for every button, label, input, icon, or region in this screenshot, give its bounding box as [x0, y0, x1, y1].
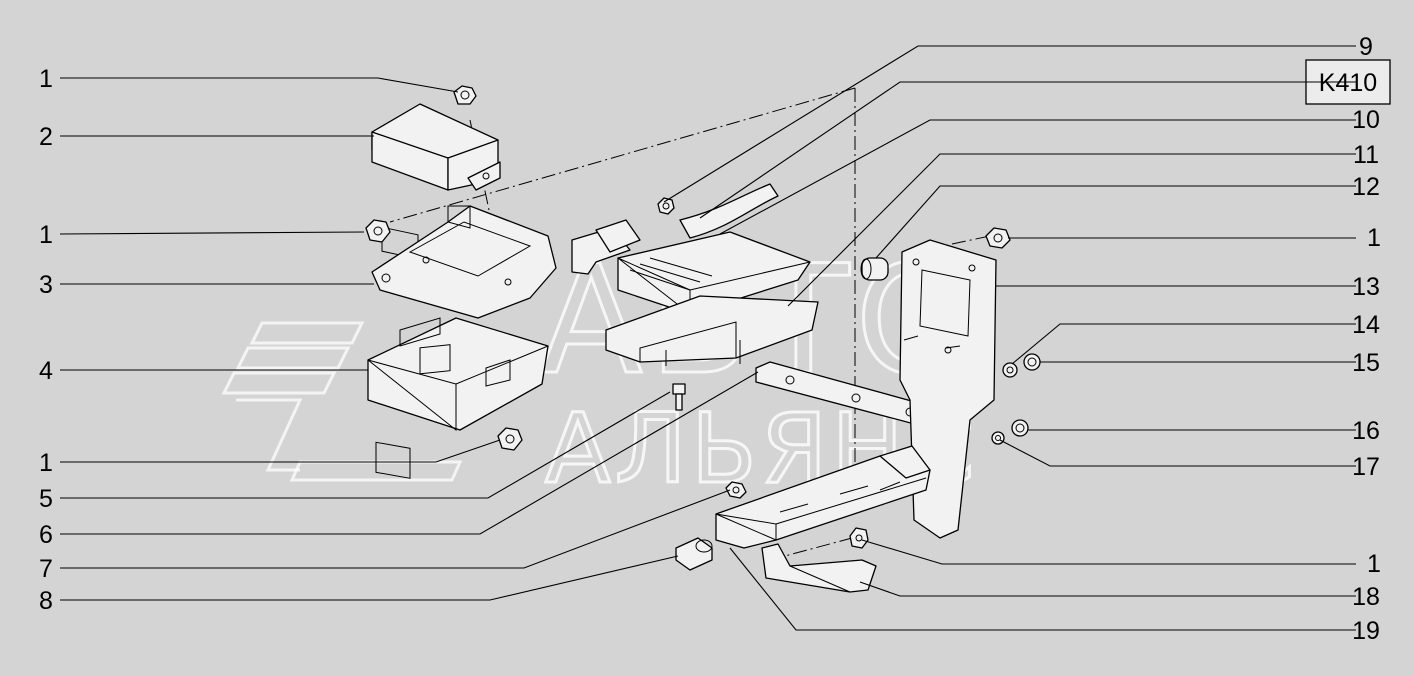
callout-right-3: 11 — [1353, 141, 1379, 169]
nut-bottom-left — [497, 427, 523, 451]
callout-left-4: 3 — [39, 271, 53, 299]
code-box-label: K410 — [1319, 69, 1377, 97]
sleeve-8 — [675, 537, 713, 571]
washer-14 — [1002, 362, 1018, 378]
nut-bottom-right — [849, 527, 869, 549]
spacer-12 — [860, 257, 889, 281]
callout-right-12: 18 — [1352, 583, 1380, 611]
callout-left-1: 1 — [39, 65, 53, 93]
nut-left — [365, 219, 391, 243]
ecu-with-harness — [571, 183, 811, 316]
callout-right-6: 13 — [1352, 273, 1380, 301]
callout-left-10: 8 — [39, 587, 53, 615]
callouts-right: 9 10 11 12 1 13 14 15 16 17 1 18 19 — [1352, 33, 1381, 645]
nut-right-top — [985, 227, 1011, 249]
callout-left-6: 1 — [39, 449, 53, 477]
callout-left-5: 4 — [39, 357, 53, 385]
nut-16 — [1011, 419, 1029, 437]
bolt — [672, 383, 686, 411]
callout-right-1: 9 — [1359, 33, 1373, 61]
callout-left-3: 1 — [39, 221, 53, 249]
lower-bracket — [715, 445, 931, 549]
callouts-left: 1 2 1 3 4 1 5 6 7 8 — [39, 65, 53, 615]
parts — [365, 85, 1041, 593]
callout-right-13: 19 — [1352, 617, 1380, 645]
ecu-bracket — [605, 295, 819, 366]
callout-left-2: 2 — [39, 123, 53, 151]
callout-right-11: 1 — [1367, 550, 1381, 578]
callout-left-7: 5 — [39, 485, 53, 513]
nut-top — [453, 85, 477, 105]
bracket-plate — [371, 205, 557, 319]
callout-right-7: 14 — [1352, 311, 1380, 339]
callout-right-2: 10 — [1352, 106, 1380, 134]
callout-right-10: 17 — [1352, 453, 1380, 481]
nut-15 — [1023, 353, 1041, 371]
small-bracket — [761, 543, 877, 593]
control-module-upper — [371, 103, 501, 260]
nut-7 — [725, 481, 747, 499]
callout-right-4: 12 — [1352, 173, 1380, 201]
leader-lines — [59, 45, 1356, 631]
callout-right-8: 15 — [1352, 349, 1380, 377]
washer-17 — [991, 431, 1005, 445]
control-module-lower — [367, 317, 549, 479]
callout-left-9: 7 — [39, 555, 53, 583]
callout-left-8: 6 — [39, 521, 53, 549]
callout-right-5: 1 — [1367, 224, 1381, 252]
nut-center — [657, 197, 675, 215]
callout-right-9: 16 — [1352, 417, 1380, 445]
